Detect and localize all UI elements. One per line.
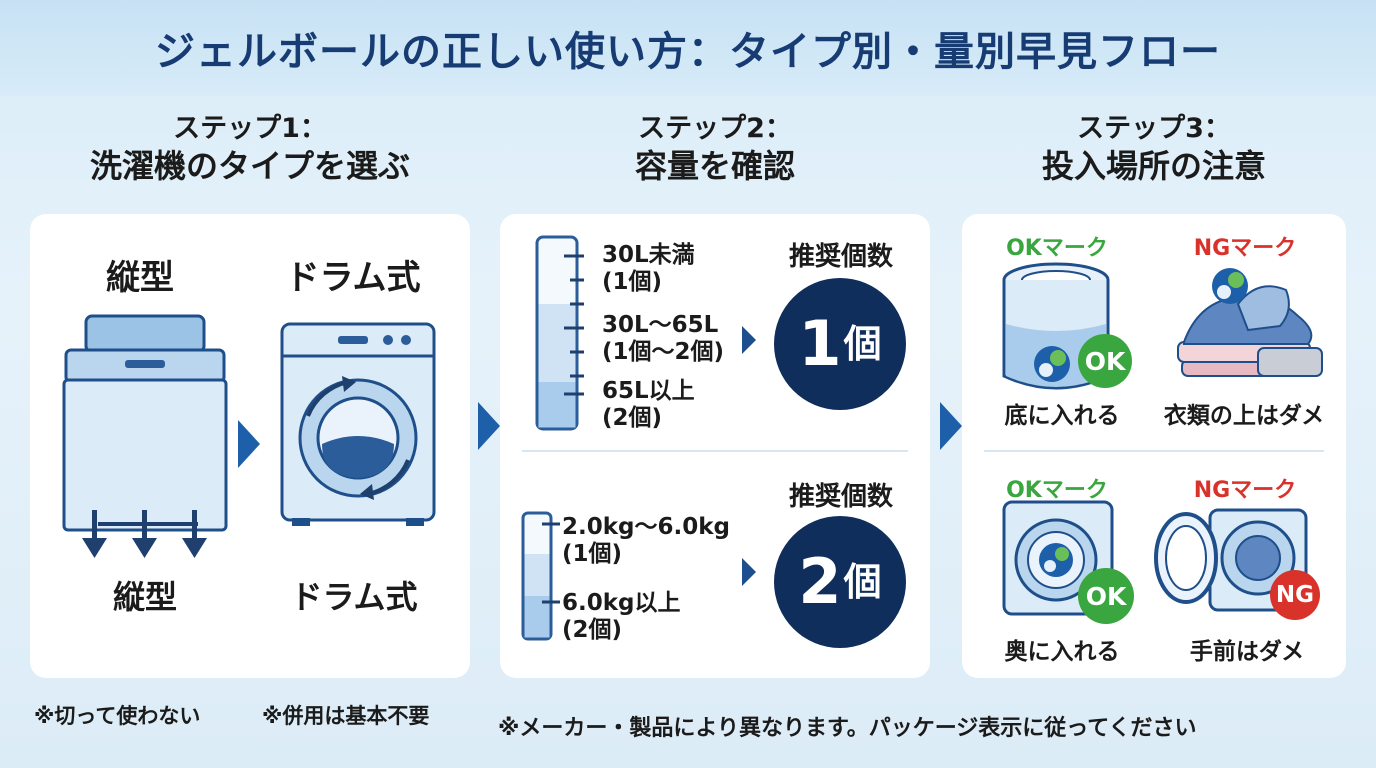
drum-door-open-icon	[1154, 508, 1308, 612]
ng-mark-label-4: NGマーク	[1193, 478, 1297, 503]
note-no-combine: ※併用は基本不要	[262, 704, 430, 728]
step3-title: 投入場所の注意	[1041, 146, 1266, 185]
kg-count-2: (2個)	[562, 617, 623, 644]
panel2-divider	[522, 450, 908, 452]
count-number-lower: 2	[798, 545, 842, 618]
liters-count-3: (2個)	[602, 405, 663, 432]
liters-level-1: 30L未満 (1個)	[602, 242, 695, 296]
drum-label: ドラム式	[285, 258, 421, 298]
top-loader-label: 縦型	[106, 258, 174, 298]
ok-badge-3: OK	[1078, 568, 1134, 624]
drum-tub-icon	[1002, 262, 1110, 390]
flow-arrow-1	[478, 402, 500, 450]
type-arrow	[238, 420, 260, 468]
capacity-gauge-kg	[521, 511, 560, 641]
top-loader-bottom-label: 縦型	[112, 578, 177, 616]
panel-placement: OKマーク OK 底に入れる NGマーク 衣類の上はダメ OKマーク OK 奥に…	[962, 214, 1346, 678]
note-no-cut: ※切って使わない	[34, 704, 201, 728]
recommended-header-lower: 推奨個数	[788, 482, 893, 512]
kg-level-2: 6.0kg以上 (2個)	[562, 590, 681, 644]
ok-mark-label-1: OKマーク	[1006, 236, 1108, 261]
capacity-gauge-liters	[535, 235, 584, 431]
drum-washer-icon	[280, 322, 436, 526]
drum-bottom-label: ドラム式	[290, 578, 418, 616]
step1-label: ステップ1：	[173, 113, 327, 144]
kg-count-1: (1個)	[562, 541, 623, 568]
ok-badge-1: OK	[1078, 334, 1132, 388]
step3-heading: ステップ3： 投入場所の注意	[962, 112, 1346, 186]
panel-capacity: 30L未満 (1個) 30L～65L (1個～2個) 65L以上 (2個) 推奨…	[500, 214, 930, 678]
top-loader-washer-icon	[62, 314, 228, 558]
kg-range-2: 6.0kg以上	[562, 590, 681, 616]
placement-caption-4: 手前はダメ	[1189, 639, 1305, 665]
capacity-arrow-lower	[742, 558, 756, 586]
panel-machine-type: 縦型 ドラム式 縦型 ドラム式	[30, 214, 470, 678]
placement-caption-2: 衣類の上はダメ	[1163, 403, 1325, 429]
step1-title: 洗濯機のタイプを選ぶ	[89, 146, 410, 185]
flow-arrow-2	[940, 402, 962, 450]
step1-heading: ステップ1： 洗濯機のタイプを選ぶ	[30, 112, 470, 186]
liters-range-1: 30L未満	[602, 242, 695, 268]
step2-heading: ステップ2： 容量を確認	[500, 112, 930, 186]
liters-count-1: (1個)	[602, 269, 663, 296]
ok-mark-label-3: OKマーク	[1006, 478, 1108, 503]
ng-badge-4: NG	[1270, 570, 1320, 620]
kg-range-1: 2.0kg～6.0kg	[562, 514, 731, 540]
placement-caption-3: 奥に入れる	[1004, 639, 1120, 665]
liters-range-2: 30L～65L	[602, 312, 719, 338]
placement-caption-1: 底に入れる	[1004, 403, 1120, 429]
count-unit-upper: 個	[843, 322, 882, 366]
step2-title: 容量を確認	[634, 146, 795, 185]
liters-range-3: 65L以上	[602, 378, 695, 404]
ng-mark-label-2: NGマーク	[1193, 236, 1297, 261]
liters-level-2: 30L～65L (1個～2個)	[602, 312, 724, 366]
panel3-divider	[984, 450, 1324, 452]
title-bar: ジェルボールの正しい使い方：タイプ別・量別早見フロー	[0, 0, 1376, 96]
capacity-arrow-upper	[742, 326, 756, 354]
liters-count-2: (1個～2個)	[602, 339, 725, 366]
recommended-header-upper: 推奨個数	[788, 242, 893, 272]
kg-level-1: 2.0kg～6.0kg (1個)	[562, 514, 730, 568]
note-manufacturer: ※メーカー・製品により異なります。パッケージ表示に従ってください	[498, 716, 1197, 741]
step3-label: ステップ3：	[1077, 113, 1231, 144]
page-title: ジェルボールの正しい使い方：タイプ別・量別早見フロー	[155, 29, 1221, 75]
count-number-upper: 1	[798, 307, 842, 380]
count-unit-lower: 個	[843, 560, 882, 604]
clothes-pile-icon	[1177, 268, 1323, 377]
liters-level-3: 65L以上 (2個)	[602, 378, 695, 432]
step2-label: ステップ2：	[638, 113, 792, 144]
